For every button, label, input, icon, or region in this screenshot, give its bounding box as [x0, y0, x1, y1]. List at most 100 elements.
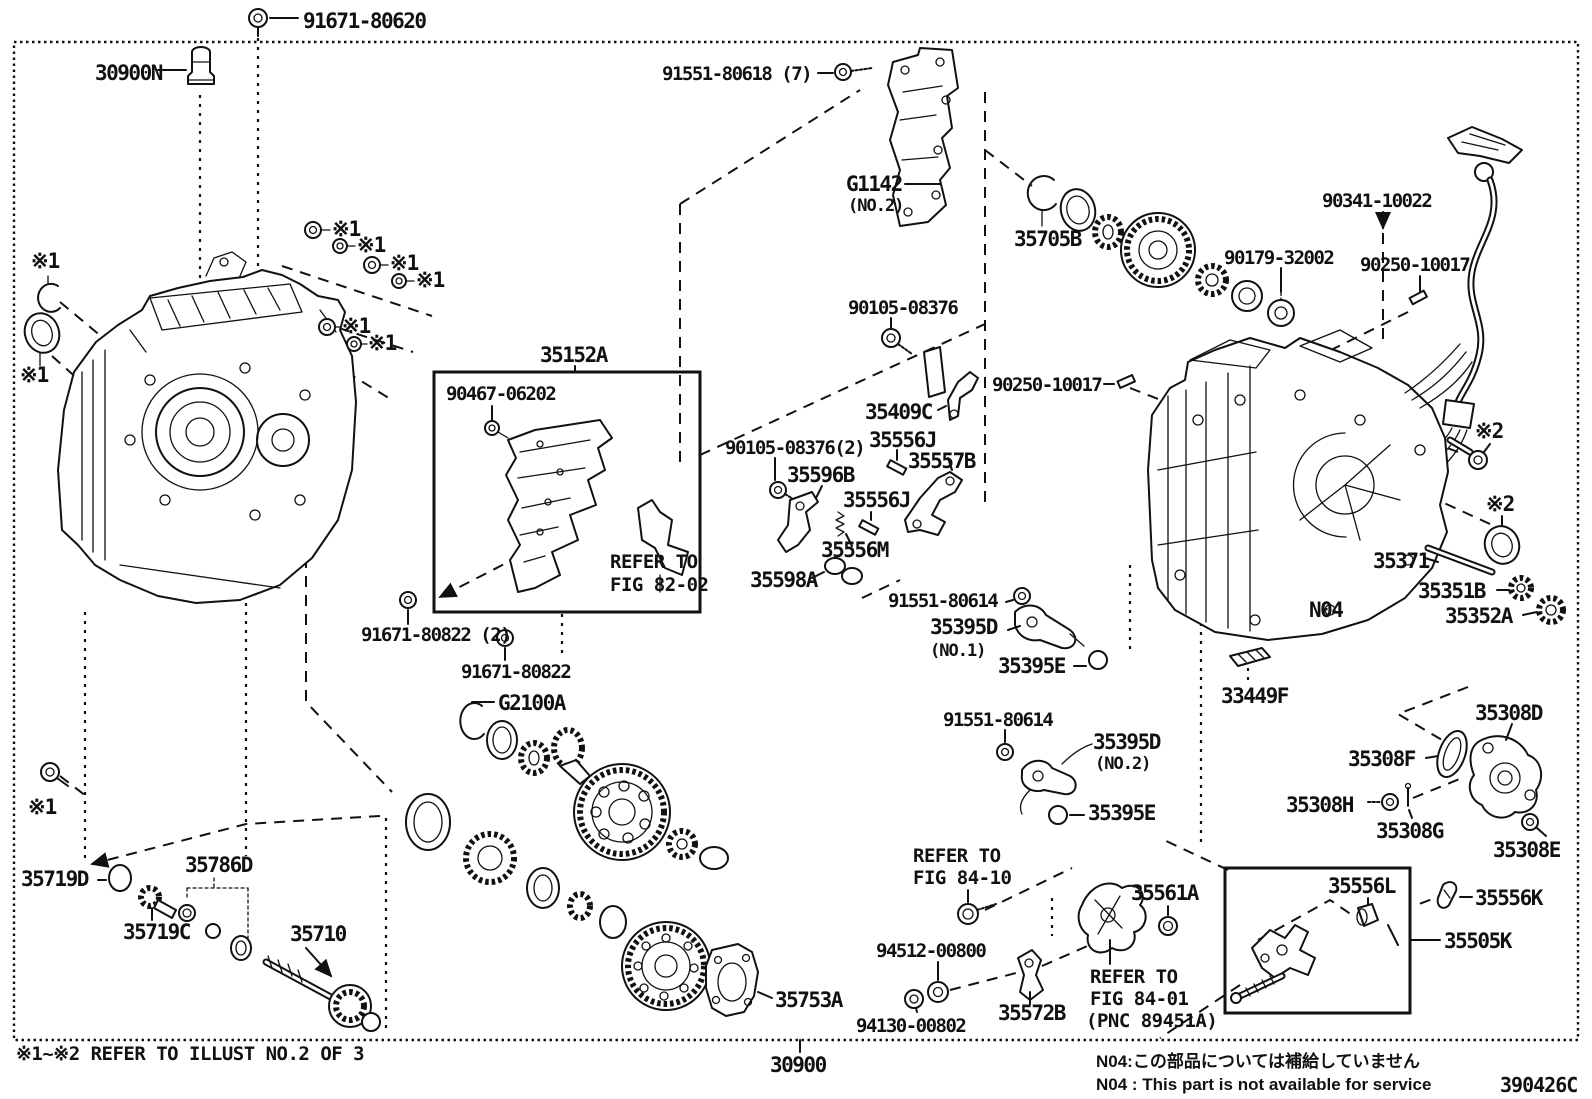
part-label-33449f: 33449F — [1221, 684, 1289, 708]
oring-35719d — [97, 864, 132, 892]
part-label-91551-80614-2: 91551-80614 — [943, 709, 1053, 731]
part-label-35556j-1: 35556J — [869, 428, 936, 452]
part-label-g1142: G1142 — [846, 172, 902, 196]
part-label-35308g: 35308G — [1376, 819, 1444, 843]
callout-fig8401-3: (PNC 89451A) — [1086, 1010, 1217, 1032]
part-label-35308e: 35308E — [1493, 838, 1561, 862]
pin-35556j-2 — [858, 511, 880, 536]
pin-35308g — [1404, 782, 1413, 819]
callout-fig8401-2: FIG 84-01 — [1090, 988, 1189, 1010]
part-label-35719c: 35719C — [123, 920, 191, 944]
nut-cluster-ref1 — [304, 221, 415, 352]
part-label-35308h: 35308H — [1286, 793, 1354, 817]
caps-35598a — [811, 557, 863, 585]
breather-35719c — [138, 885, 252, 961]
bracket-35786d — [186, 877, 249, 939]
pin-35556j-1 — [886, 449, 908, 476]
valve-body-bracket — [637, 499, 689, 593]
detent-pin — [1387, 924, 1399, 946]
part-label-35561a: 35561A — [1131, 881, 1200, 905]
part-label-90250-10017-top: 90250-10017 — [1360, 254, 1470, 276]
part-label-91671-80822-2: 91671-80822 (2) — [361, 624, 510, 646]
callout-fig8410-1: REFER TO — [913, 845, 1001, 867]
cup-35556l — [1356, 897, 1379, 927]
part-label-35598a: 35598A — [750, 568, 819, 592]
part-label-94512-00800: 94512-00800 — [876, 940, 986, 962]
shaft-35371 — [1424, 544, 1496, 576]
part-label-91551-80618: 91551-80618 (7) — [662, 63, 811, 85]
part-label-35409c: 35409C — [865, 400, 933, 424]
marker-ref1-2: ※1 — [357, 233, 386, 257]
part-label-35395d-1: 35395D — [930, 615, 998, 639]
bolt-fig8410 — [957, 889, 997, 925]
part-label-35786d: 35786D — [185, 853, 253, 877]
bolt-90105-08376-top — [881, 317, 946, 398]
dipstick-tube — [1417, 126, 1523, 473]
g2100a-rings — [459, 701, 550, 776]
lever-35409c — [937, 371, 979, 421]
part-label-35719d: 35719D — [21, 867, 89, 891]
bolt-91671-80822 — [496, 629, 514, 661]
pin-90250-10017-mid — [1103, 374, 1136, 389]
marker-ref1-9: ※1 — [28, 795, 57, 819]
plate-35753a — [705, 943, 773, 1017]
magnet-33449f — [1229, 647, 1271, 667]
part-label-91671-80620: 91671-80620 — [303, 9, 426, 33]
gear-35352a — [1522, 595, 1566, 625]
bolt-ref2 — [1446, 436, 1491, 470]
spring-35556m — [835, 511, 853, 547]
detent-lever — [1251, 924, 1316, 979]
bolt-91551-80618 — [817, 63, 873, 81]
valve-body-box-35152a — [432, 365, 702, 614]
valve-body — [505, 419, 613, 593]
snap-ring-ref1-left — [37, 275, 61, 313]
gasket-35308f — [1425, 730, 1468, 778]
detent-box-35505k — [1223, 866, 1412, 1015]
fork-35596b — [777, 485, 823, 553]
clip-35556k — [1436, 881, 1473, 909]
seal-ref2 — [1483, 515, 1521, 565]
left-transaxle-case — [57, 251, 357, 604]
part-label-35395d-no2: (NO.2) — [1095, 754, 1150, 774]
detent-spring-rod — [1230, 972, 1286, 1004]
marker-ref1-8: ※1 — [20, 363, 49, 387]
part-label-90105-08376-2: 90105-08376(2) — [725, 437, 864, 459]
marker-ref1-7: ※1 — [31, 249, 60, 273]
part-label-30900n: 30900N — [95, 61, 163, 85]
part-label-35705b: 35705B — [1014, 227, 1082, 251]
oil-seal-ref1-left — [23, 312, 61, 367]
part-label-90179-32002: 90179-32002 — [1224, 247, 1333, 269]
bolt-35308e — [1521, 813, 1547, 837]
bracket-35557b — [904, 457, 963, 536]
gear-train-35705b — [1026, 175, 1428, 327]
part-label-35556j-2: 35556J — [843, 488, 910, 512]
footer-n04-note-en: N04 : This part is not available for ser… — [1096, 1075, 1431, 1094]
part-label-35352a: 35352A — [1445, 604, 1514, 628]
part-label-35572b: 35572B — [998, 1001, 1066, 1025]
part-label-35351b: 35351B — [1418, 579, 1486, 603]
part-label-35152a: 35152A — [540, 343, 609, 367]
part-label-35753a: 35753A — [775, 988, 844, 1012]
output-shaft-35710 — [262, 947, 381, 1032]
footer-illust-note: ※1~※2 REFER TO ILLUST NO.2 OF 3 — [16, 1043, 364, 1065]
marker-n04: N04 — [1309, 598, 1343, 622]
part-label-35395d-no1: (NO.1) — [930, 641, 985, 661]
footer-n04-note-jp: N04:この部品については補給していません — [1096, 1051, 1420, 1071]
part-label-90341-10022: 90341-10022 — [1322, 190, 1431, 212]
part-label-35596b: 35596B — [787, 463, 855, 487]
differential-assembly — [405, 727, 729, 939]
part-label-35556l: 35556L — [1328, 874, 1396, 898]
part-label-35308d: 35308D — [1475, 701, 1543, 725]
marker-ref1-4: ※1 — [416, 268, 445, 292]
part-label-90105-08376: 90105-08376 — [848, 297, 958, 319]
part-label-35395e-1: 35395E — [998, 654, 1066, 678]
marker-ref1-1: ※1 — [332, 217, 361, 241]
marker-ref1-6: ※1 — [368, 331, 397, 355]
cam-35572b — [1017, 949, 1044, 1005]
bolt-ref1-bottom-left — [40, 762, 69, 787]
right-transaxle-case — [1147, 329, 1473, 641]
sensor-35395d-no2 — [996, 729, 1093, 825]
callout-fig8202-2: FIG 82-02 — [610, 574, 708, 596]
